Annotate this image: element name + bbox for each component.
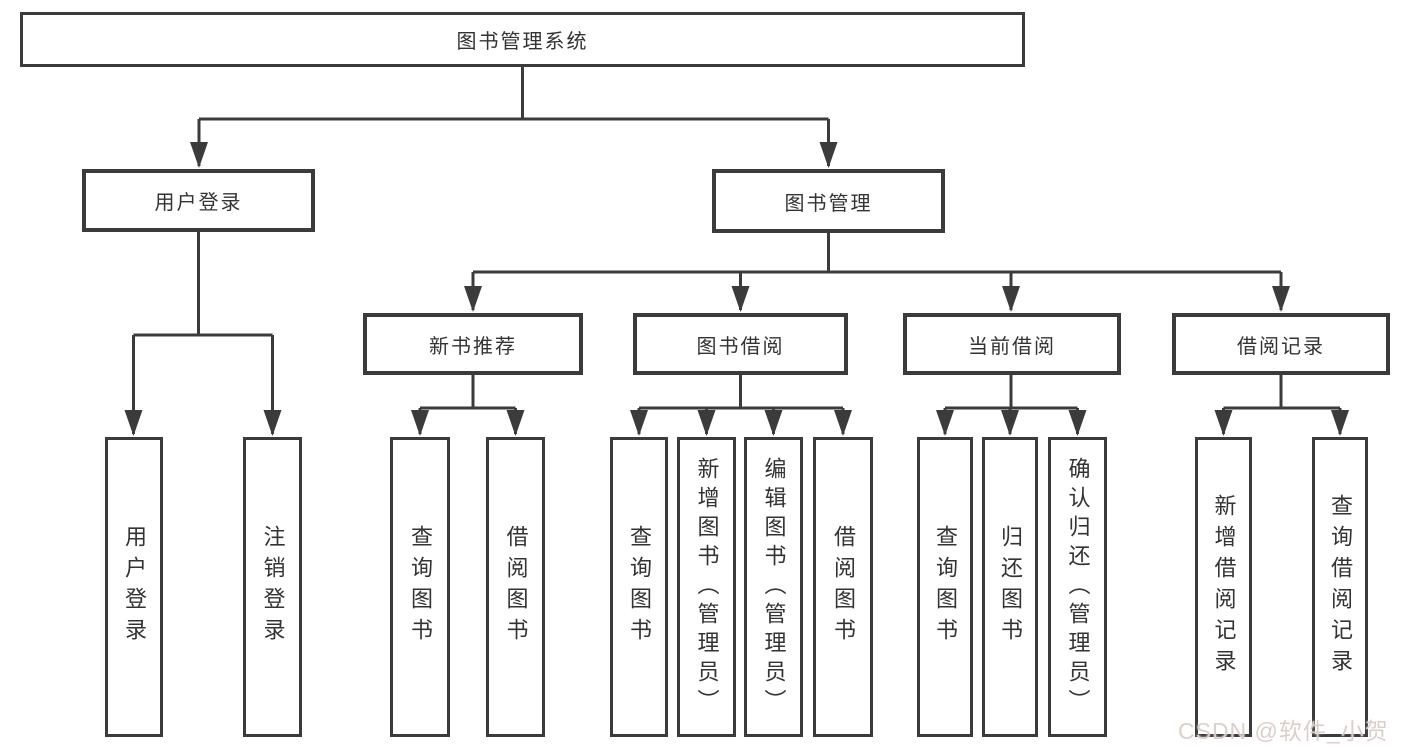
node-book-borrowing: 图书借阅 [633, 313, 848, 375]
leaf-confirm-return-admin: 确认归还（管理员） [1048, 437, 1107, 737]
leaf-add-book-admin: 新增图书（管理员） [677, 437, 736, 737]
node-current-borrowing: 当前借阅 [903, 313, 1121, 375]
leaf-borrow-books: 借阅图书 [813, 437, 873, 737]
leaf-query-books-recommend: 查询图书 [390, 437, 450, 737]
leaf-query-borrow-record: 查询借阅记录 [1312, 437, 1368, 737]
node-root: 图书管理系统 [20, 12, 1025, 67]
leaf-borrow-books-recommend: 借阅图书 [486, 437, 545, 737]
leaf-query-books-borrow: 查询图书 [610, 437, 668, 737]
leaf-user-login: 用户登录 [105, 437, 163, 737]
node-new-book-recommend: 新书推荐 [363, 313, 583, 375]
arrowheads [124, 142, 1349, 436]
csdn-watermark: CSDN @软件_小贺同学 [1178, 718, 1389, 744]
node-borrowing-records: 借阅记录 [1172, 313, 1390, 375]
node-book-management: 图书管理 [712, 169, 945, 233]
leaf-edit-book-admin: 编辑图书（管理员） [744, 437, 803, 737]
leaf-add-borrow-record: 新增借阅记录 [1195, 437, 1252, 737]
leaf-logout: 注销登录 [243, 437, 302, 737]
node-user-login: 用户登录 [82, 169, 315, 232]
leaf-return-book: 归还图书 [982, 437, 1038, 737]
leaf-query-books-current: 查询图书 [917, 437, 973, 737]
